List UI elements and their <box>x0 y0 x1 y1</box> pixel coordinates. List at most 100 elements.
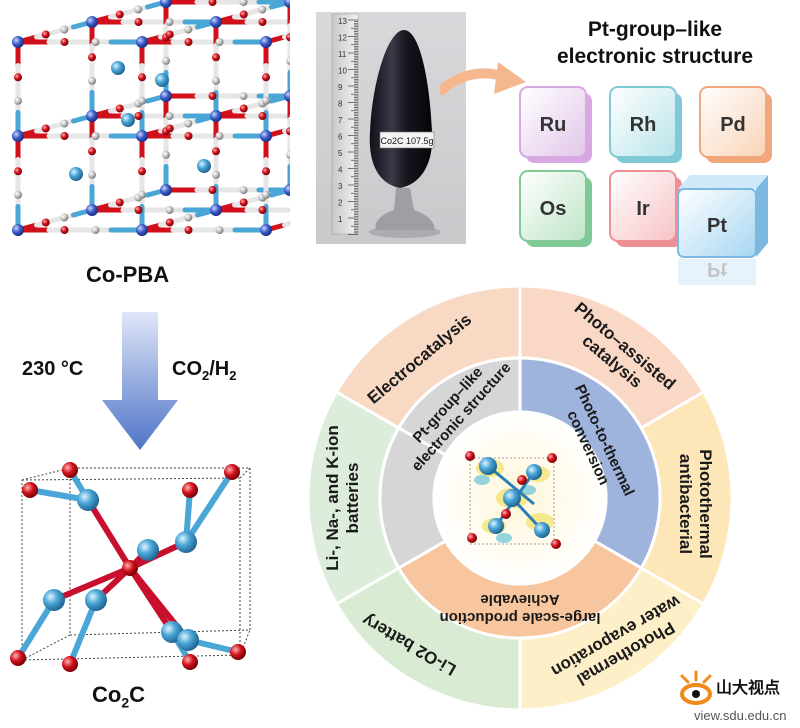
c-atom <box>138 190 146 199</box>
o-atom <box>134 18 143 26</box>
co-atom <box>260 130 272 142</box>
down-arrow-icon <box>102 312 178 450</box>
interstitial-atom <box>69 167 83 181</box>
co2c-label: Co2C <box>92 682 146 711</box>
o-atom <box>134 112 143 120</box>
c-atom <box>212 170 220 179</box>
co-atom <box>86 204 98 216</box>
co-atom <box>160 90 172 102</box>
o-atom <box>258 112 267 120</box>
pba-bond <box>282 220 290 228</box>
o-atom <box>258 206 267 214</box>
o-atom <box>208 0 217 6</box>
ruler-number: 4 <box>338 166 343 175</box>
c-atom <box>239 186 248 194</box>
svg-text:Pt: Pt <box>707 215 727 237</box>
o-atom <box>208 92 217 100</box>
o-atom <box>60 226 69 234</box>
c-atom <box>91 132 100 140</box>
c-atom <box>138 96 146 105</box>
c-atom <box>224 464 240 480</box>
o-atom <box>41 124 50 133</box>
c-atom <box>10 650 26 666</box>
co-atom <box>210 16 222 28</box>
c-atom <box>60 119 69 128</box>
c-atom <box>230 644 246 660</box>
temperature-label: 230 °C <box>22 358 84 380</box>
o-atom <box>184 226 193 234</box>
c-atom <box>289 208 290 212</box>
label-ion-batteries-line: Li-, Na-, and K-ion <box>323 425 342 570</box>
o-atom <box>60 132 69 140</box>
co-atom <box>175 531 197 553</box>
co2c-bond <box>51 565 133 603</box>
interstitial-atom <box>197 159 211 173</box>
o-atom <box>258 18 267 26</box>
ruler-number: 5 <box>338 149 343 158</box>
c-atom <box>165 206 174 214</box>
o-atom <box>41 218 50 227</box>
co-atom <box>210 110 222 122</box>
tile-ru: Ru <box>519 86 592 163</box>
ruler-number: 8 <box>338 100 343 109</box>
tile-rh: Rh <box>609 86 682 163</box>
c-atom <box>14 190 22 199</box>
o-atom <box>239 104 248 113</box>
co2c-bond <box>15 597 57 661</box>
c-atom <box>22 482 38 498</box>
ruler-number: 1 <box>338 215 343 224</box>
o-atom <box>239 10 248 19</box>
co-atom <box>12 36 24 48</box>
interstitial-atom <box>111 61 125 75</box>
o-atom <box>165 218 174 227</box>
element-tiles: Ru Rh Pd Os Ir Pt Pt <box>519 86 772 285</box>
ruler-number: 13 <box>338 17 347 26</box>
ruler-number: 9 <box>338 83 343 92</box>
c-atom <box>60 213 69 222</box>
co-atom <box>136 36 148 48</box>
c-atom <box>215 132 224 140</box>
o-atom <box>212 53 220 62</box>
svg-text:Pt: Pt <box>707 258 727 280</box>
o-atom <box>165 124 174 133</box>
c-atom <box>91 226 100 234</box>
co-atom <box>284 90 290 102</box>
o-atom <box>115 198 124 207</box>
o-atom <box>115 104 124 113</box>
sample-label: Co2C 107.5g <box>380 136 433 146</box>
co-atom <box>284 184 290 196</box>
o-atom <box>14 73 22 82</box>
c-atom <box>162 56 170 65</box>
watermark-brand: 山大视点 <box>716 678 781 697</box>
co-atom <box>12 224 24 236</box>
curved-arrow-icon <box>440 62 526 95</box>
o-atom <box>165 30 174 39</box>
c-atom <box>262 96 270 105</box>
c-atom <box>91 38 100 46</box>
co-atom <box>160 0 172 8</box>
o-atom <box>88 147 96 156</box>
o-atom <box>41 30 50 39</box>
label-large-scale-line: Achievable <box>480 591 559 608</box>
o-atom <box>184 38 193 46</box>
o-atom <box>88 53 96 62</box>
c-atom <box>165 112 174 120</box>
c-atom <box>88 76 96 85</box>
watermark-url: view.sdu.edu.cn <box>694 708 787 723</box>
co2c-bond <box>85 497 133 571</box>
co-atom <box>160 184 172 196</box>
o-atom <box>134 206 143 214</box>
c-atom <box>14 96 22 105</box>
tile-ir: Ir <box>609 170 682 247</box>
c-atom <box>62 656 78 672</box>
ruler-number: 10 <box>338 67 347 76</box>
interstitial-atom <box>155 73 169 87</box>
co-atom <box>136 224 148 236</box>
label-photothermal-antibacterial-line: Photothermal <box>696 449 715 559</box>
